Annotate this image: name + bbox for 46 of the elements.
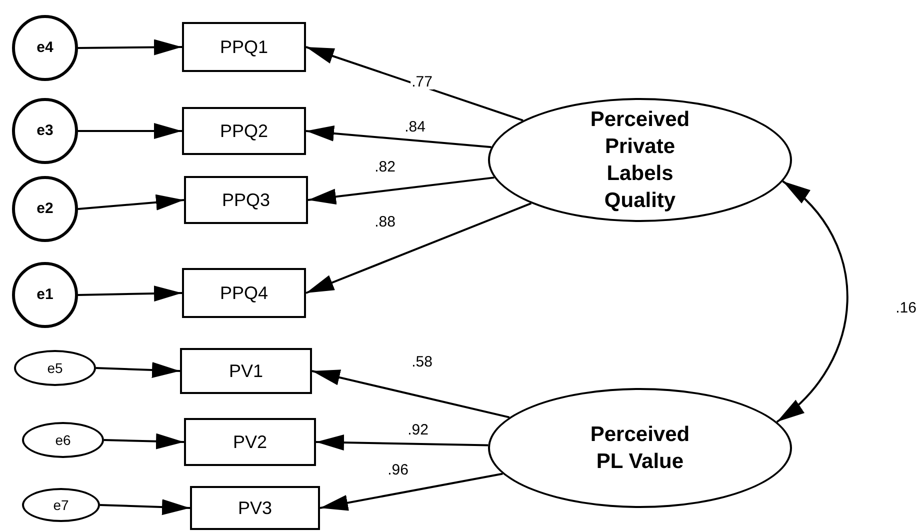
covariance-arrow [776, 180, 848, 423]
arrow [316, 434, 488, 450]
node-label: Perceived PL Value [589, 422, 691, 475]
arrow [100, 499, 190, 516]
indicator-box [184, 418, 316, 466]
arrow [96, 362, 180, 378]
arrow [312, 366, 510, 418]
node-label: PPQ3 [222, 188, 270, 212]
edge-label: .84 [404, 120, 426, 134]
edge-label: .58 [410, 354, 434, 370]
node-label: e1 [36, 284, 54, 305]
edge-label: .16 [894, 300, 918, 316]
node-label: PV3 [238, 496, 272, 520]
edge-label: .82 [374, 160, 396, 174]
indicator-box [182, 22, 306, 72]
arrow [306, 202, 532, 295]
node-label: PPQ2 [220, 120, 268, 142]
edge-label: .92 [406, 422, 430, 438]
node-label: e4 [36, 38, 54, 58]
indicator-box [180, 348, 312, 394]
edge-label: .96 [386, 462, 410, 478]
indicator-box [182, 268, 306, 318]
indicator-box [182, 107, 306, 155]
node-label: e3 [36, 120, 54, 141]
node-label: e5 [47, 358, 63, 378]
arrow [104, 434, 184, 450]
arrow [78, 123, 182, 139]
arrow [78, 193, 184, 210]
node-label: PPQ1 [220, 36, 268, 58]
arrow [78, 39, 182, 56]
node-label: Perceived Private Labels Quality [589, 107, 691, 214]
indicator-box [184, 176, 308, 224]
arrow [308, 176, 494, 206]
node-label: PPQ4 [220, 282, 268, 304]
edge-label: .77 [410, 74, 434, 90]
arrow [306, 44, 524, 122]
edge-label: .88 [374, 214, 396, 230]
arrow [78, 285, 182, 302]
arrow [320, 472, 503, 513]
node-label: e7 [53, 496, 69, 514]
node-label: PV2 [232, 430, 268, 454]
node-label: e6 [55, 430, 71, 450]
indicator-box [190, 486, 320, 530]
node-label: PV1 [228, 360, 264, 382]
node-label: e2 [36, 198, 54, 219]
arrow [306, 124, 492, 148]
